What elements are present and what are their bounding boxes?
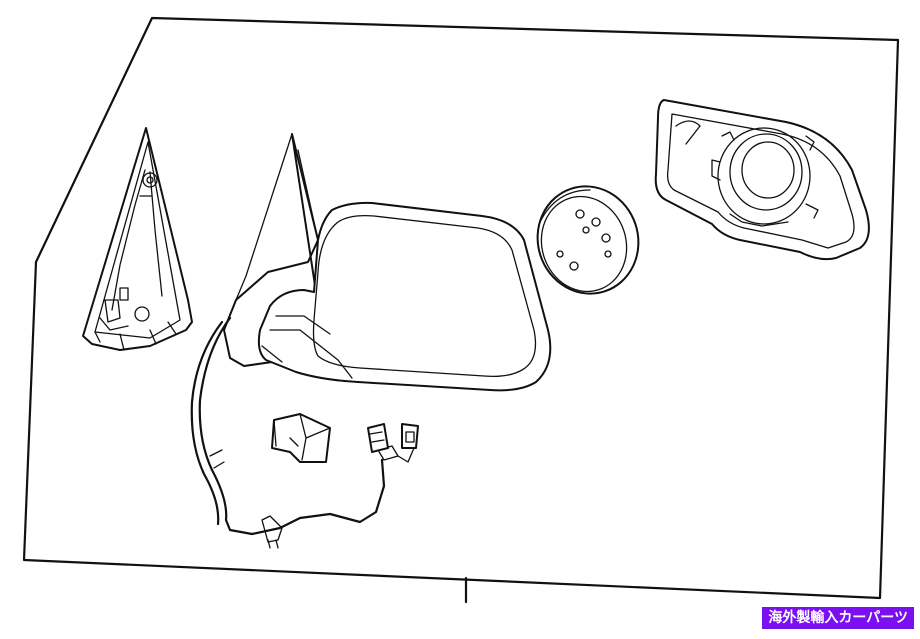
mirror-cover-bracket	[82, 127, 193, 351]
wiring-harness	[190, 316, 419, 549]
connector-cover	[271, 413, 331, 463]
mirror-motor	[536, 185, 640, 295]
outside-mirror-assembly	[223, 133, 552, 392]
diagram-panel	[22, 16, 900, 604]
shop-badge: 海外製輸入カーパーツ	[762, 607, 914, 629]
mirror-glass-backing	[654, 99, 870, 261]
